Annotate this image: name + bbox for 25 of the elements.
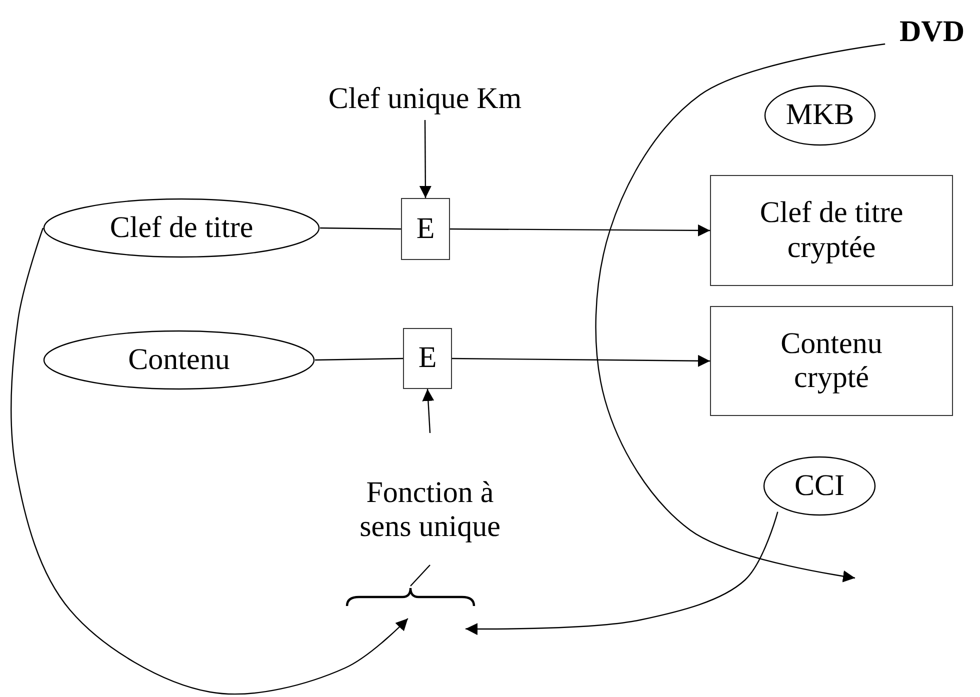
output-box	[710, 306, 953, 416]
function-label: Fonction à sens unique	[358, 476, 502, 544]
node-label: Contenu	[128, 342, 230, 378]
node-label: Contenu crypté	[780, 326, 884, 396]
connector-line	[410, 564, 430, 586]
arrow	[450, 224, 710, 236]
key-label: Clef unique Km	[328, 82, 522, 116]
node-label: Clef de titre cryptée	[758, 196, 904, 265]
curved-arrow	[595, 43, 886, 582]
output-box	[710, 175, 953, 286]
curved-arrow	[466, 512, 778, 636]
arrow	[419, 120, 432, 198]
disc-label: DVD	[900, 14, 964, 50]
curved-arrow	[10, 228, 408, 695]
arrow	[452, 354, 710, 367]
encryption-box	[403, 328, 452, 389]
node-label: E	[418, 341, 437, 376]
encryption-box	[401, 198, 450, 260]
node-label: E	[416, 212, 435, 246]
arrow	[422, 388, 434, 434]
connector-line	[314, 358, 404, 361]
node-label: CCI	[794, 468, 844, 504]
connector-line	[320, 227, 401, 230]
node-label: MKB	[786, 98, 854, 133]
node-label: Clef de titre	[110, 210, 254, 246]
